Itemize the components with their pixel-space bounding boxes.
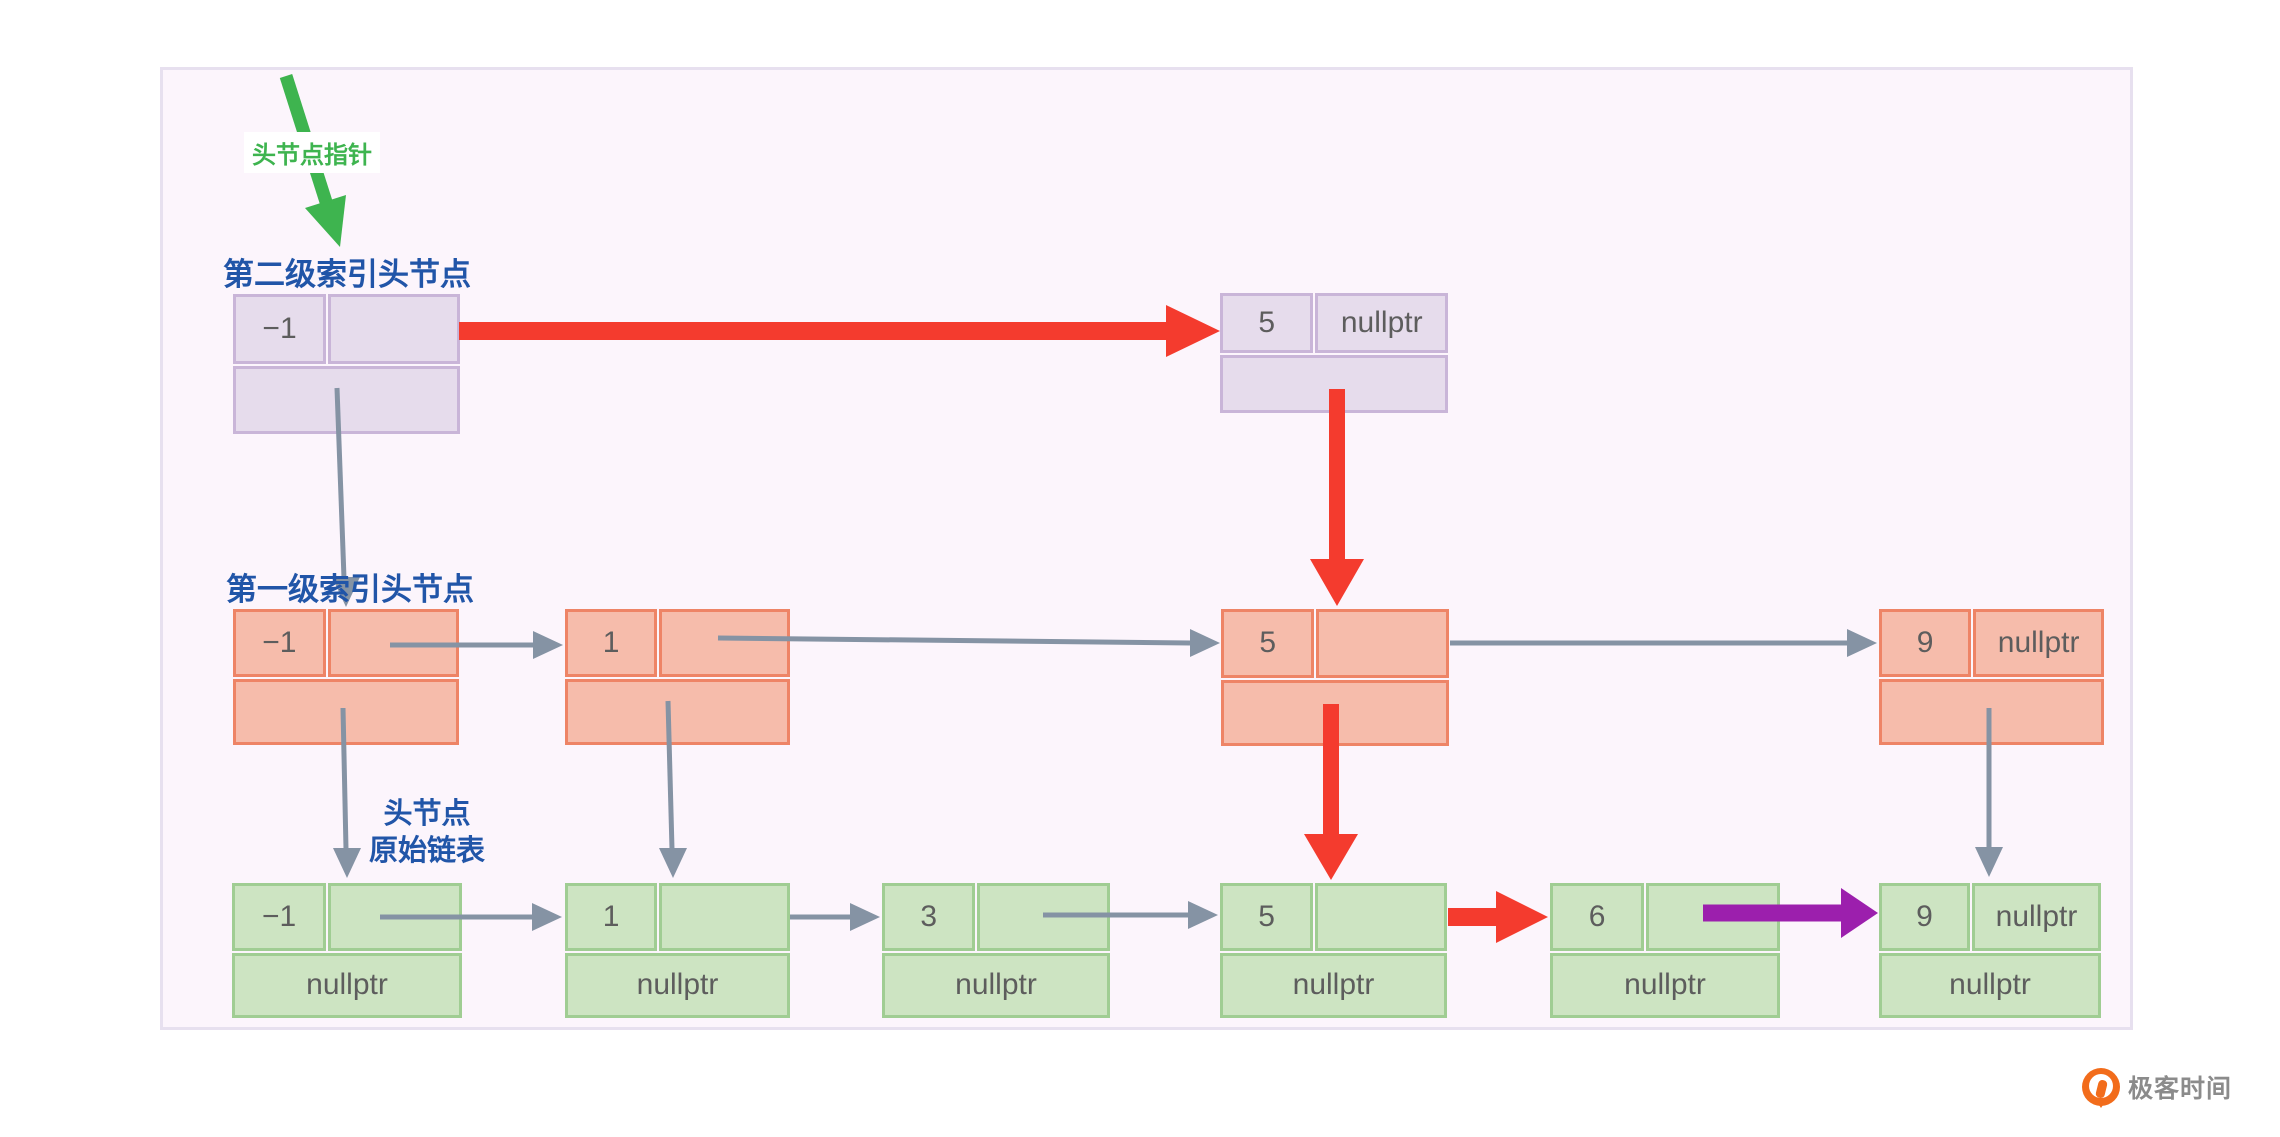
node-next-cell: nullptr — [565, 952, 790, 1018]
node-level2-5: 5 nullptr — [1220, 293, 1448, 413]
node-pointer-cell: nullptr — [1315, 293, 1448, 353]
node-level1-head: −1 — [233, 609, 459, 745]
level2-head-label: 第二级索引头节点 — [223, 257, 471, 292]
node-value-cell: 5 — [1220, 293, 1314, 353]
node-pointer-cell: nullptr — [1973, 609, 2104, 677]
node-pointer-cell — [328, 883, 462, 951]
geektime-logo-text: 极客时间 — [2128, 1075, 2233, 1103]
list-head-label-line2: 原始链表 — [368, 835, 485, 867]
node-top-row: −1 — [232, 883, 462, 951]
geektime-logo-icon — [2082, 1068, 2120, 1108]
node-down-cell — [565, 679, 790, 745]
node-next-cell: nullptr — [882, 952, 1110, 1018]
node-list-5: 5 nullptr — [1220, 883, 1447, 1018]
node-list-3: 3 nullptr — [882, 883, 1110, 1018]
node-next-cell: nullptr — [1879, 952, 2101, 1018]
node-down-cell — [1220, 355, 1448, 413]
node-pointer-cell — [1316, 609, 1449, 678]
node-top-row: 1 — [565, 883, 790, 951]
node-value-cell: 1 — [565, 609, 658, 677]
node-value-cell: 1 — [565, 883, 658, 951]
node-top-row: 9 nullptr — [1879, 609, 2104, 677]
node-value-cell: −1 — [232, 883, 327, 951]
diagram-panel — [160, 67, 2133, 1030]
node-list-6: 6 nullptr — [1550, 883, 1780, 1018]
node-next-cell: nullptr — [1550, 952, 1780, 1018]
node-top-row: 9 nullptr — [1879, 883, 2101, 951]
node-next-cell: nullptr — [1220, 952, 1447, 1018]
node-list-1: 1 nullptr — [565, 883, 790, 1018]
node-top-row: 5 nullptr — [1220, 293, 1448, 353]
node-value-cell: 9 — [1879, 609, 1972, 677]
node-pointer-cell — [327, 609, 459, 677]
node-value-cell: −1 — [233, 609, 326, 677]
node-down-cell — [233, 366, 460, 434]
node-list-head: −1 nullptr — [232, 883, 462, 1018]
geektime-logo: 极客时间 — [2082, 1068, 2233, 1108]
node-top-row: 3 — [882, 883, 1110, 951]
node-down-cell — [1221, 679, 1449, 746]
node-top-row: 5 — [1220, 883, 1447, 951]
geektime-logo-icon-tail — [2095, 1099, 2107, 1108]
node-value-cell: −1 — [233, 294, 327, 364]
node-level1-5: 5 — [1221, 609, 1449, 746]
node-value-cell: 9 — [1879, 883, 1971, 951]
node-pointer-cell — [328, 294, 460, 364]
node-list-9: 9 nullptr nullptr — [1879, 883, 2101, 1018]
list-head-label: 头节点 原始链表 — [342, 796, 512, 870]
level1-head-label: 第一级索引头节点 — [226, 572, 474, 607]
node-level1-9: 9 nullptr — [1879, 609, 2104, 745]
node-pointer-cell — [1315, 883, 1447, 951]
node-next-cell: nullptr — [232, 952, 462, 1018]
node-pointer-cell — [977, 883, 1110, 951]
node-down-cell — [1879, 679, 2104, 745]
node-pointer-cell — [1646, 883, 1780, 951]
node-level2-head: −1 — [233, 294, 460, 434]
node-top-row: −1 — [233, 609, 459, 677]
node-top-row: 6 — [1550, 883, 1780, 951]
node-value-cell: 5 — [1220, 883, 1314, 951]
node-value-cell: 5 — [1221, 609, 1315, 678]
node-down-cell — [233, 679, 459, 745]
node-level1-1: 1 — [565, 609, 790, 745]
node-pointer-cell: nullptr — [1972, 883, 2101, 951]
node-value-cell: 6 — [1550, 883, 1645, 951]
node-pointer-cell — [659, 609, 790, 677]
head-pointer-label: 头节点指针 — [244, 132, 380, 173]
node-pointer-cell — [659, 883, 790, 951]
node-value-cell: 3 — [882, 883, 976, 951]
list-head-label-line1: 头节点 — [383, 798, 471, 830]
node-top-row: 5 — [1221, 609, 1449, 678]
node-top-row: −1 — [233, 294, 460, 364]
node-top-row: 1 — [565, 609, 790, 677]
